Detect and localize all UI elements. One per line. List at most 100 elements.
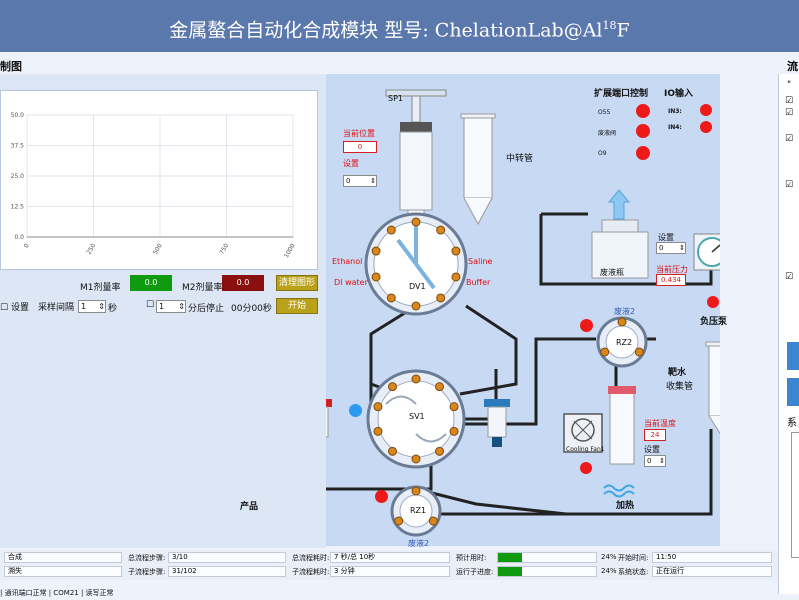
sv1-port bbox=[435, 446, 445, 456]
dv1-port bbox=[451, 272, 461, 282]
chart-y-tick: 50.0 bbox=[11, 112, 25, 119]
m1-value: 0.0 bbox=[130, 275, 172, 291]
temp-set-input[interactable]: 0⇕ bbox=[644, 455, 666, 467]
clear-chart-button[interactable]: 清理图形 bbox=[276, 275, 318, 291]
port-o55-indicator[interactable] bbox=[636, 104, 650, 118]
sv1-port bbox=[373, 426, 383, 436]
dv1-port bbox=[451, 246, 461, 256]
m2-label: M2剂量率 bbox=[182, 283, 223, 293]
rz2-port bbox=[600, 347, 610, 357]
right-button-1[interactable] bbox=[787, 342, 799, 370]
sub-percent: 24% bbox=[601, 567, 617, 575]
pressure-set-input[interactable]: 0⇕ bbox=[656, 242, 686, 254]
buffer-label: Buffer bbox=[466, 278, 491, 287]
fan-indicator[interactable] bbox=[580, 462, 592, 474]
syringe-set-input[interactable]: 0⇕ bbox=[343, 175, 377, 187]
port-waste-indicator[interactable] bbox=[636, 124, 650, 138]
est-percent: 24% bbox=[601, 553, 617, 561]
total-time-label: 总流程耗时: bbox=[292, 554, 330, 562]
product-label: 产品 bbox=[240, 502, 259, 512]
right-header: 流 bbox=[787, 60, 798, 73]
chart-y-tick: 12.5 bbox=[11, 204, 25, 211]
valve-dv1[interactable] bbox=[364, 212, 468, 316]
collection-tube bbox=[705, 341, 720, 435]
stop-checkbox[interactable]: ☐ bbox=[146, 300, 155, 310]
tube-sv-rz2 bbox=[458, 337, 596, 426]
pressure-gauge-icon bbox=[693, 233, 720, 271]
rz1-indicator[interactable] bbox=[375, 490, 388, 503]
target-water-label: 靶水 bbox=[668, 368, 687, 378]
ethanol-label: Ethanol bbox=[332, 257, 363, 266]
io-in4-indicator bbox=[700, 121, 712, 133]
right-checkbox-2[interactable]: ☑ bbox=[785, 108, 794, 118]
right-checkbox-3[interactable]: ☑ bbox=[785, 134, 794, 144]
start-button[interactable]: 开始 bbox=[276, 298, 318, 314]
valve-rz1[interactable] bbox=[390, 485, 442, 537]
io-in4-label: IN4: bbox=[668, 124, 682, 131]
chart-x-tick: 0 bbox=[23, 242, 31, 249]
system-state-value: 正在运行 bbox=[652, 566, 772, 577]
status-area: 合成 总流程步骤: 3/10 总流程耗时: 7 秒/总 10秒 预计用时: 24… bbox=[0, 550, 778, 580]
sv1-port bbox=[435, 382, 445, 392]
sv1-indicator[interactable] bbox=[349, 404, 362, 417]
sv1-port bbox=[449, 426, 459, 436]
tube-rz1-right bbox=[415, 487, 567, 516]
port-o55-label: O55 bbox=[598, 109, 611, 116]
sub-progress-fill bbox=[498, 567, 522, 576]
settings-checkbox[interactable]: ☐ 设置 bbox=[0, 303, 29, 313]
stop-label: 分后停止 bbox=[188, 304, 225, 314]
right-button-2[interactable] bbox=[787, 378, 799, 406]
settings-label: 设置 bbox=[10, 303, 29, 313]
right-checkbox-1[interactable]: ☑ bbox=[785, 96, 794, 106]
chart-x-tick: 500 bbox=[152, 242, 164, 256]
rz1-port bbox=[428, 516, 438, 526]
dv1-label: DV1 bbox=[409, 282, 426, 291]
interval-input[interactable]: 1⇕ bbox=[78, 300, 106, 313]
vacuum-pump-indicator[interactable] bbox=[707, 296, 719, 308]
right-quote: " bbox=[787, 80, 792, 90]
chart-x-tick: 1000 bbox=[283, 242, 297, 259]
valve-sv1[interactable] bbox=[366, 369, 466, 469]
current-position-value: 0 bbox=[343, 141, 377, 153]
port-o9-indicator[interactable] bbox=[636, 146, 650, 160]
stop-minutes-input[interactable]: 1⇕ bbox=[156, 300, 186, 313]
current-position-label: 当前位置 bbox=[343, 129, 375, 138]
fan-label: Cooling Fan1 bbox=[566, 446, 605, 453]
sv1-port bbox=[411, 454, 421, 464]
io-in3-indicator bbox=[700, 104, 712, 116]
temp-set-label: 设置 bbox=[644, 445, 660, 454]
chart-x-tick: 750 bbox=[218, 242, 230, 256]
dv1-port bbox=[411, 301, 421, 311]
waste-bottle-label: 废液瓶 bbox=[600, 268, 624, 277]
bottom-statusbar: | 通讯端口正常 | COM21 | 读写正常 bbox=[0, 589, 114, 597]
sv1-port bbox=[411, 374, 421, 384]
saline-label: Saline bbox=[468, 257, 493, 266]
sub-progress-label: 运行子进度: bbox=[456, 568, 494, 576]
substage-field: 溯失 bbox=[4, 566, 122, 577]
chart-y-tick: 37.5 bbox=[11, 143, 25, 150]
dv1-port bbox=[371, 272, 381, 282]
right-checkbox-5[interactable]: ☑ bbox=[785, 272, 794, 282]
spin-icon: ⇕ bbox=[370, 177, 376, 185]
tube-product bbox=[366, 459, 433, 491]
right-checkbox-4[interactable]: ☑ bbox=[785, 180, 794, 190]
syringe-set-label: 设置 bbox=[343, 159, 359, 168]
start-time-label: 开始时间: bbox=[618, 554, 649, 562]
process-diagram: SP1 当前位置 0 设置 0⇕ 中转管 扩展端口控制 IO输入 O55 废液阀… bbox=[326, 74, 727, 548]
fan-icon[interactable] bbox=[563, 413, 603, 453]
sv1-label: SV1 bbox=[409, 412, 425, 421]
chart-y-tick: 0.0 bbox=[14, 234, 24, 241]
rz2-port bbox=[634, 347, 644, 357]
pressure-value: 0.434 bbox=[656, 274, 686, 286]
transfer-tube-label: 中转管 bbox=[506, 154, 534, 164]
temp-label: 当前温度 bbox=[644, 419, 676, 428]
total-steps-label: 总流程步骤: bbox=[128, 554, 166, 562]
di-water-label: DI water bbox=[334, 278, 368, 287]
right-panel: 流 " ☑ ☑ ☑ ☑ ☑ 系 bbox=[778, 60, 799, 594]
rz2-indicator[interactable] bbox=[580, 319, 593, 332]
process-diagram-svg bbox=[326, 89, 720, 537]
io-input-header: IO输入 bbox=[664, 89, 693, 99]
right-log-box[interactable] bbox=[791, 432, 799, 558]
syringe-sp1[interactable] bbox=[385, 89, 447, 223]
